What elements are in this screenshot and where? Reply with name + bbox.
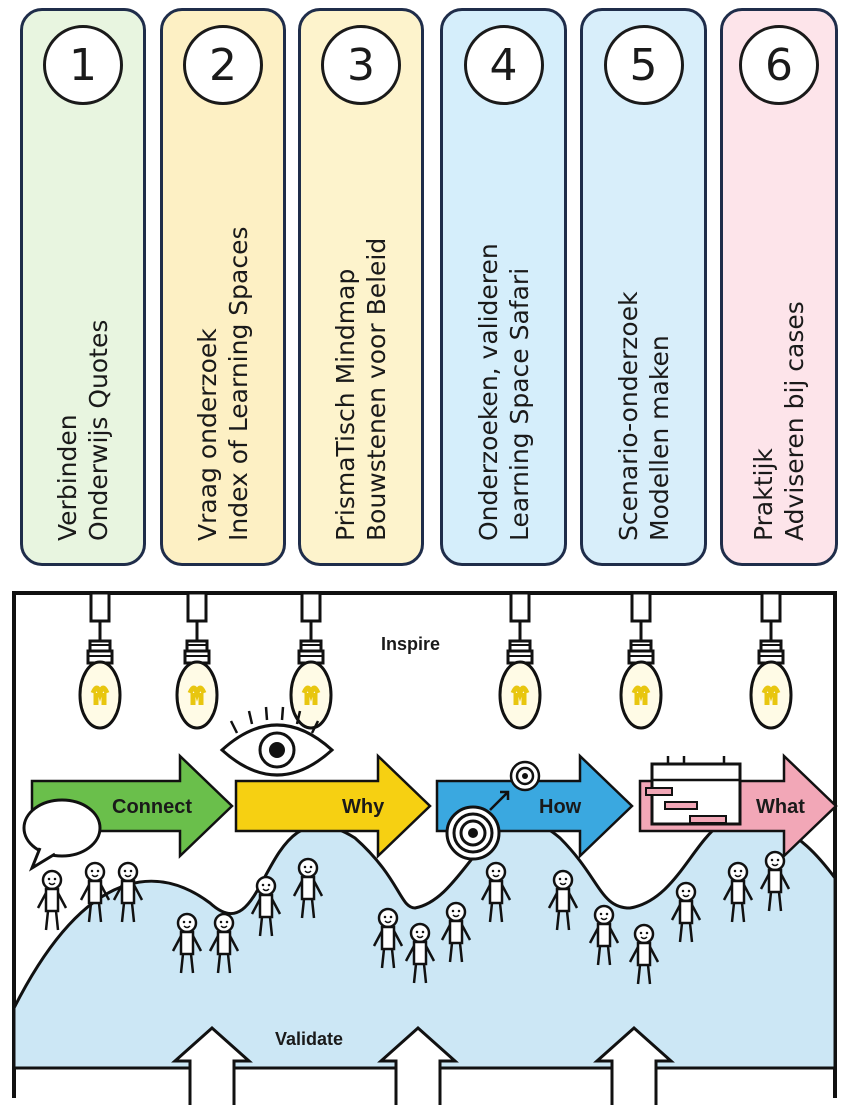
lightbulb-icon xyxy=(751,593,791,728)
step-number-badge: 1 xyxy=(43,25,123,105)
step-number-badge: 2 xyxy=(183,25,263,105)
lightbulb-icon xyxy=(500,593,540,728)
validate-up-arrow-2 xyxy=(377,1025,459,1105)
step-title: PrismaTisch Mindmap xyxy=(331,268,360,541)
step-number-badge: 3 xyxy=(321,25,401,105)
frame-border xyxy=(12,591,837,1098)
step-subtitle: Modellen maken xyxy=(644,335,674,541)
what-label: What xyxy=(756,796,805,818)
validate-up-arrow-1 xyxy=(171,1025,253,1105)
step-number-badge: 5 xyxy=(603,25,684,105)
person-figure xyxy=(36,869,68,932)
eye-icon xyxy=(219,706,335,777)
lightbulb-icon xyxy=(177,593,217,728)
validate-label: Validate xyxy=(275,1029,343,1049)
step-subtitle: Adviseren bij cases xyxy=(780,301,809,541)
step-subtitle: Onderwijs Quotes xyxy=(84,319,113,541)
step-number-badge: 6 xyxy=(739,25,819,105)
step-card-6: 6 Praktijk Adviseren bij cases xyxy=(720,8,838,566)
connect-label: Connect xyxy=(112,796,192,818)
step-card-1: 1 Verbinden Onderwijs Quotes xyxy=(20,8,146,566)
process-diagram: Inspire Validate Connect Why How What xyxy=(12,578,838,1105)
lightbulb-icon xyxy=(80,593,120,728)
step-title: Vraag onderzoek xyxy=(193,328,222,541)
lightbulb-icon xyxy=(621,593,661,728)
why-label: Why xyxy=(342,796,385,818)
gantt-chart-icon xyxy=(645,756,742,826)
step-title: Verbinden xyxy=(53,414,82,541)
step-subtitle: Learning Space Safari xyxy=(504,267,534,541)
lightbulb-icon xyxy=(291,593,331,728)
how-label: How xyxy=(539,796,582,818)
step-subtitle: Bouwstenen voor Beleid xyxy=(362,237,391,541)
step-title: Scenario-onderzoek xyxy=(613,291,643,541)
step-number-badge: 4 xyxy=(463,25,544,105)
step-card-5: 5 Scenario-onderzoek Modellen maken xyxy=(580,8,707,566)
step-title: Praktijk xyxy=(749,448,778,541)
validate-up-arrow-3 xyxy=(593,1025,675,1105)
step-card-4: 4 Onderzoeken, valideren Learning Space … xyxy=(440,8,567,566)
step-card-3: 3 PrismaTisch Mindmap Bouwstenen voor Be… xyxy=(298,8,424,566)
step-title: Onderzoeken, valideren xyxy=(473,243,503,541)
inspire-label: Inspire xyxy=(381,634,440,654)
why-arrow xyxy=(234,753,432,859)
target-icon xyxy=(445,760,541,861)
step-subtitle: Index of Learning Spaces xyxy=(224,226,253,541)
speech-bubble-icon xyxy=(22,798,102,872)
step-card-2: 2 Vraag onderzoek Index of Learning Spac… xyxy=(160,8,286,566)
